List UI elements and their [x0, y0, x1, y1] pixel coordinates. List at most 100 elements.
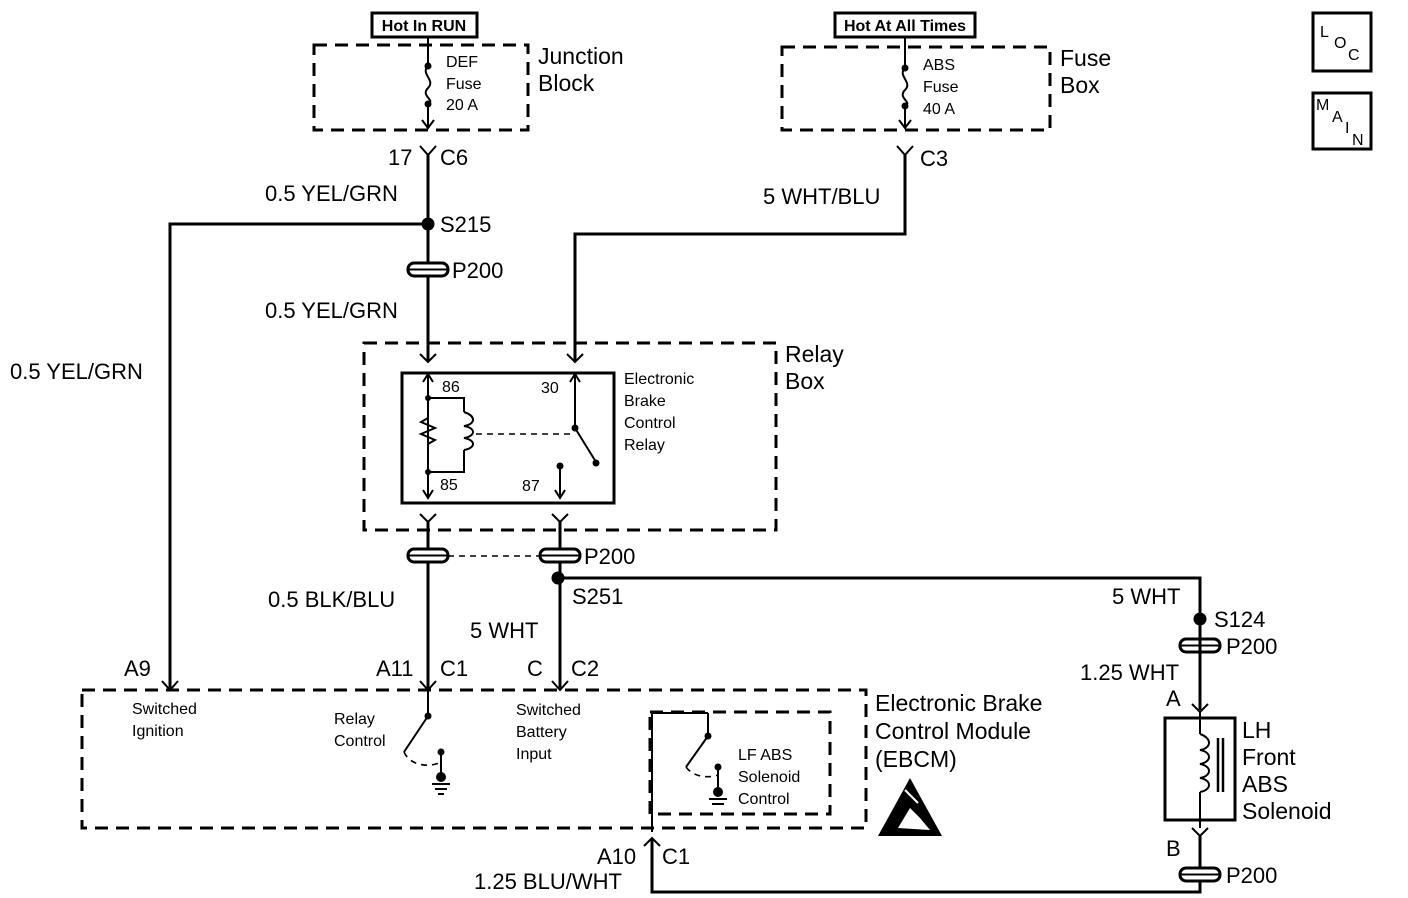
fuse-box-label-1: Fuse — [1060, 45, 1111, 71]
lf-abs-label-3: Control — [738, 791, 790, 808]
switched-ignition-label-1: Switched — [132, 701, 197, 718]
relay-control-label-1: Relay — [334, 711, 375, 728]
switched-ignition-wire — [168, 222, 428, 690]
main-button[interactable]: M A I N — [1311, 91, 1373, 151]
ebcm-module: Electronic Brake Control Module (EBCM) S… — [80, 688, 1042, 836]
p200-connector-4: P200 — [1178, 863, 1277, 888]
p200-label-2: P200 — [584, 544, 635, 569]
relay-pin-87: 87 — [522, 478, 540, 495]
abs-fuse: ABS Fuse 40 A — [898, 37, 959, 130]
pin-a10-label: A10 — [597, 844, 636, 869]
ebcm-label-2: Control Module — [875, 718, 1031, 744]
ebc-relay: Electronic Brake Control Relay 86 85 — [400, 371, 694, 505]
pin-a-label: A — [1166, 686, 1181, 711]
pin-a9-label: A9 — [124, 656, 151, 681]
switched-battery-label-1: Switched — [516, 702, 581, 719]
wire-label-blu-wht: 1.25 BLU/WHT — [474, 869, 622, 894]
ebcm-label-1: Electronic Brake — [875, 690, 1042, 716]
lf-abs-solenoid-control: LF ABS Solenoid Control — [648, 710, 832, 832]
switched-battery-label-3: Input — [516, 746, 552, 763]
connector-c6: 17 C6 — [388, 145, 468, 170]
junction-block-label-1: Junction — [538, 43, 624, 69]
wire-label-yel-grn-upper: 0.5 YEL/GRN — [265, 181, 398, 206]
switched-battery-label-2: Battery — [516, 724, 567, 741]
solenoid-label-1: LH — [1242, 717, 1271, 743]
lf-abs-label-2: Solenoid — [738, 769, 800, 786]
solenoid-label-2: Front — [1242, 744, 1296, 770]
splice-s251: S251 — [551, 571, 623, 609]
abs-fuse-type: Fuse — [923, 79, 959, 96]
main-letter-a: A — [1332, 109, 1343, 126]
hot-in-run-label: Hot In RUN — [382, 18, 466, 35]
abs-fuse-name: ABS — [923, 57, 955, 74]
loc-button[interactable]: L O C — [1311, 11, 1373, 73]
esd-warning-icon — [878, 778, 942, 836]
c3-label: C3 — [920, 146, 948, 171]
main-letter-n: N — [1352, 132, 1364, 149]
hot-in-run-tag: Hot In RUN — [370, 11, 479, 39]
lh-front-abs-solenoid: LH Front ABS Solenoid — [1163, 712, 1332, 828]
lf-abs-label-1: LF ABS — [738, 747, 792, 764]
def-fuse-type: Fuse — [446, 76, 482, 93]
junction-block-label-2: Block — [538, 70, 595, 96]
connector-c2-label: C2 — [571, 656, 599, 681]
pin-a11-label: A11 — [376, 656, 414, 681]
c6-pin-label: 17 — [388, 145, 412, 170]
main-letter-m: M — [1316, 97, 1329, 114]
wire-label-yel-grn-mid: 0.5 YEL/GRN — [265, 298, 398, 323]
hot-at-all-times-label: Hot At All Times — [844, 18, 966, 35]
loc-letter-o: O — [1334, 35, 1346, 52]
fuse-box-label-2: Box — [1060, 72, 1100, 98]
wht-blu-wire — [573, 155, 907, 362]
relay-box: Relay Box Electronic Brake Control Relay… — [362, 341, 844, 532]
c6-label: C6 — [440, 145, 468, 170]
ebcm-label-3: (EBCM) — [875, 746, 957, 772]
p200-label-4: P200 — [1226, 863, 1277, 888]
switched-ignition-label-2: Ignition — [132, 723, 184, 740]
relay-control-label-2: Control — [334, 733, 386, 750]
connector-c3: C3 — [896, 145, 948, 171]
wire-label-wht-blu: 5 WHT/BLU — [763, 184, 880, 209]
p200-label-1: P200 — [452, 258, 503, 283]
connector-c1-bottom: A10 C1 — [597, 836, 690, 869]
pin-b-label: B — [1166, 836, 1181, 861]
connector-c1-top-label: C1 — [440, 656, 468, 681]
solenoid-label-4: Solenoid — [1242, 798, 1332, 824]
relay-pin-86: 86 — [442, 379, 460, 396]
wht-branch-wire — [558, 576, 1202, 616]
hot-at-all-times-tag: Hot At All Times — [833, 11, 977, 39]
fuse-box: Fuse Box ABS Fuse 40 A — [780, 37, 1111, 132]
blu-wht-return-wire — [650, 836, 1202, 894]
relay-pin-85: 85 — [440, 477, 458, 494]
wire-label-wht-right: 5 WHT — [1112, 584, 1180, 609]
def-fuse-name: DEF — [446, 54, 478, 71]
s215-label: S215 — [440, 212, 491, 237]
def-fuse-rating: 20 A — [446, 97, 478, 114]
relay-label-1: Electronic — [624, 371, 694, 388]
p200-label-3: P200 — [1226, 634, 1277, 659]
wire-label-blk-blu: 0.5 BLK/BLU — [268, 587, 395, 612]
pin-c-label: C — [527, 656, 543, 681]
solenoid-label-3: ABS — [1242, 771, 1288, 797]
relay-label-2: Brake — [624, 393, 666, 410]
loc-letter-c: C — [1348, 47, 1360, 64]
p200-connector-3: P200 — [1178, 634, 1277, 659]
relay-pin-30: 30 — [541, 380, 559, 397]
wire-label-wht-left: 5 WHT — [470, 618, 538, 643]
splice-s215: S215 — [421, 212, 491, 237]
main-letter-i: I — [1345, 120, 1349, 137]
relay-label-3: Control — [624, 415, 676, 432]
abs-fuse-rating: 40 A — [923, 101, 955, 118]
p200-connector-2: P200 — [406, 544, 635, 569]
s124-label: S124 — [1214, 607, 1265, 632]
relay-control-switch: Relay Control — [334, 690, 450, 795]
relay-box-label-1: Relay — [785, 341, 844, 367]
relay-box-label-2: Box — [785, 368, 825, 394]
splice-s124: S124 — [1193, 607, 1265, 632]
def-fuse: DEF Fuse 20 A — [421, 37, 482, 130]
junction-block: Junction Block DEF Fuse 20 A — [312, 37, 624, 132]
p200-connector-1: P200 — [406, 258, 503, 283]
connector-c1-bottom-label: C1 — [662, 844, 690, 869]
s251-label: S251 — [572, 584, 623, 609]
wire-label-wht-125: 1.25 WHT — [1080, 660, 1179, 685]
